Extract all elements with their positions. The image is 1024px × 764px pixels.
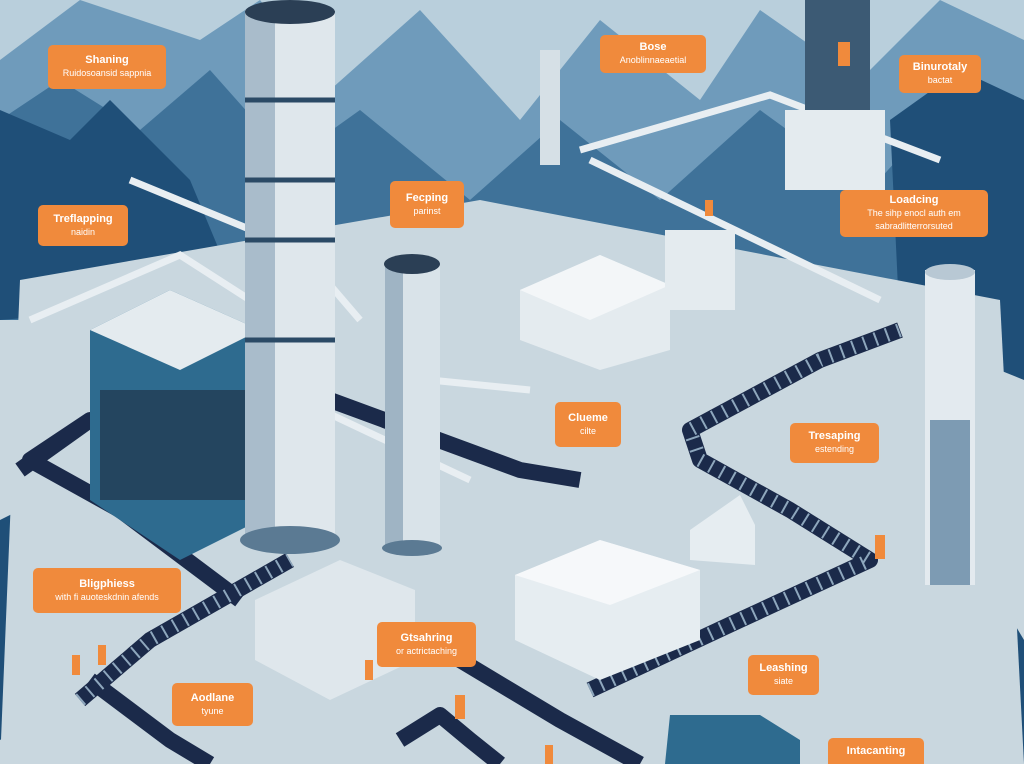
label-subtitle: tyune <box>201 705 224 716</box>
label-title: Clueme <box>568 411 608 424</box>
main-tower <box>240 0 340 554</box>
conveyor-slats <box>75 323 903 706</box>
workers <box>72 42 885 764</box>
label-title: Bose <box>639 41 667 53</box>
label-subtitle: siate <box>773 676 793 686</box>
label-subtitle: parinst <box>413 205 441 216</box>
label-subtitle: Anoblinnaeaetial <box>619 55 687 65</box>
label-intacanting: Intacanting <box>828 738 924 764</box>
label-subtitle: with fi auoteskdnin afends <box>55 591 159 602</box>
label-subtitle: estending <box>814 444 855 454</box>
lattice-tower <box>540 0 885 190</box>
label-binurotaly: Binurotaly bactat <box>899 55 981 93</box>
label-title: Fecping <box>405 191 449 204</box>
label-title: Shaning <box>85 54 129 66</box>
label-title: Loadcing <box>889 194 939 206</box>
label-tresaping: Tresaping estending <box>790 423 879 463</box>
label-leashing: Leashing siate <box>748 655 819 695</box>
label-subtitle: cilte <box>579 425 596 436</box>
right-tower <box>925 264 975 585</box>
label-subtitle: bactat <box>927 75 953 85</box>
label-title: Bligphiess <box>79 577 135 590</box>
second-tower <box>382 254 442 556</box>
center-buildings <box>255 230 800 764</box>
label-title: Binurotaly <box>912 61 968 73</box>
label-subtitle: naidin <box>70 226 96 237</box>
label-title: Aodlane <box>190 691 235 704</box>
label-title: Treflapping <box>53 212 113 225</box>
building-left <box>90 290 260 560</box>
label-subtitle: or actrictaching <box>395 645 458 656</box>
label-subtitle: The sihp enocl auth em sabradlitterrorsu… <box>867 208 961 231</box>
label-title: Gtsahring <box>400 631 453 644</box>
label-title: Leashing <box>759 662 808 674</box>
label-title: Tresaping <box>808 430 861 442</box>
label-subtitle: Ruidosoansid sappnia <box>62 68 152 78</box>
label-title: Intacanting <box>846 744 906 757</box>
